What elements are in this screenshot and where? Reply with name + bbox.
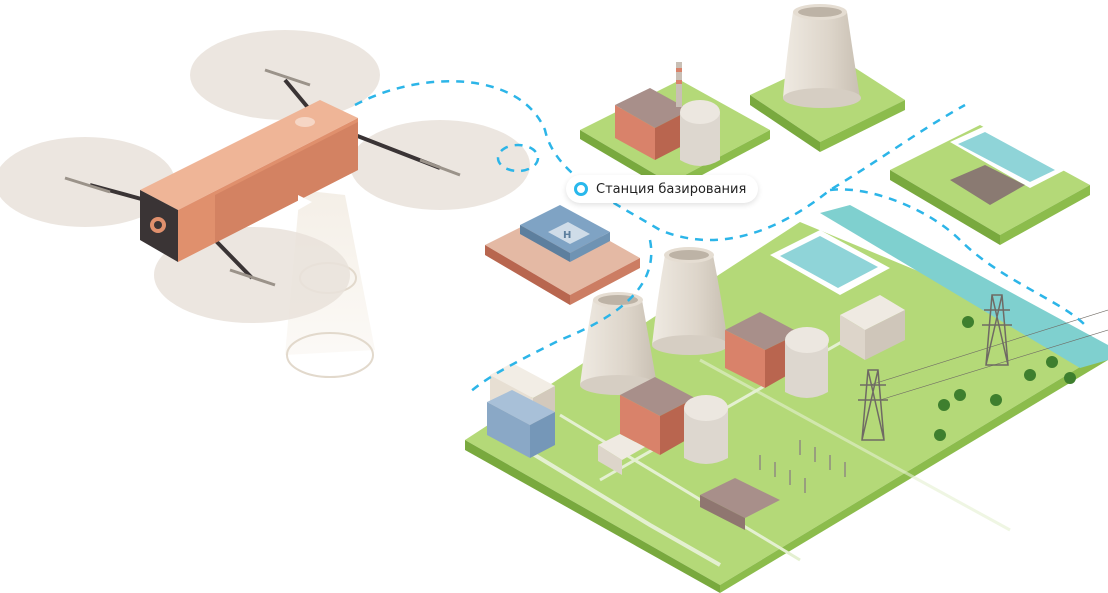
- cooling-tower-1: [783, 4, 861, 108]
- reactor-building-top: [615, 62, 720, 166]
- main-plant-platform: [465, 205, 1108, 593]
- drone: [0, 30, 530, 378]
- reactor-building-middle: [725, 295, 905, 398]
- office-building: [487, 363, 555, 458]
- reactor-building-bottom: [598, 377, 728, 475]
- station-label[interactable]: Станция базирования: [566, 175, 759, 203]
- location-pin-icon: [574, 182, 588, 196]
- substation: [700, 440, 846, 530]
- station-label-text: Станция базирования: [596, 181, 747, 197]
- helipad-platform: H: [485, 205, 640, 305]
- cooling-tower-2: [652, 247, 728, 355]
- trees: [934, 316, 1076, 441]
- water-platform: [890, 125, 1090, 245]
- power-pylons: [858, 294, 1108, 441]
- flight-route: [354, 80, 1086, 393]
- svg-text:H: H: [563, 230, 571, 241]
